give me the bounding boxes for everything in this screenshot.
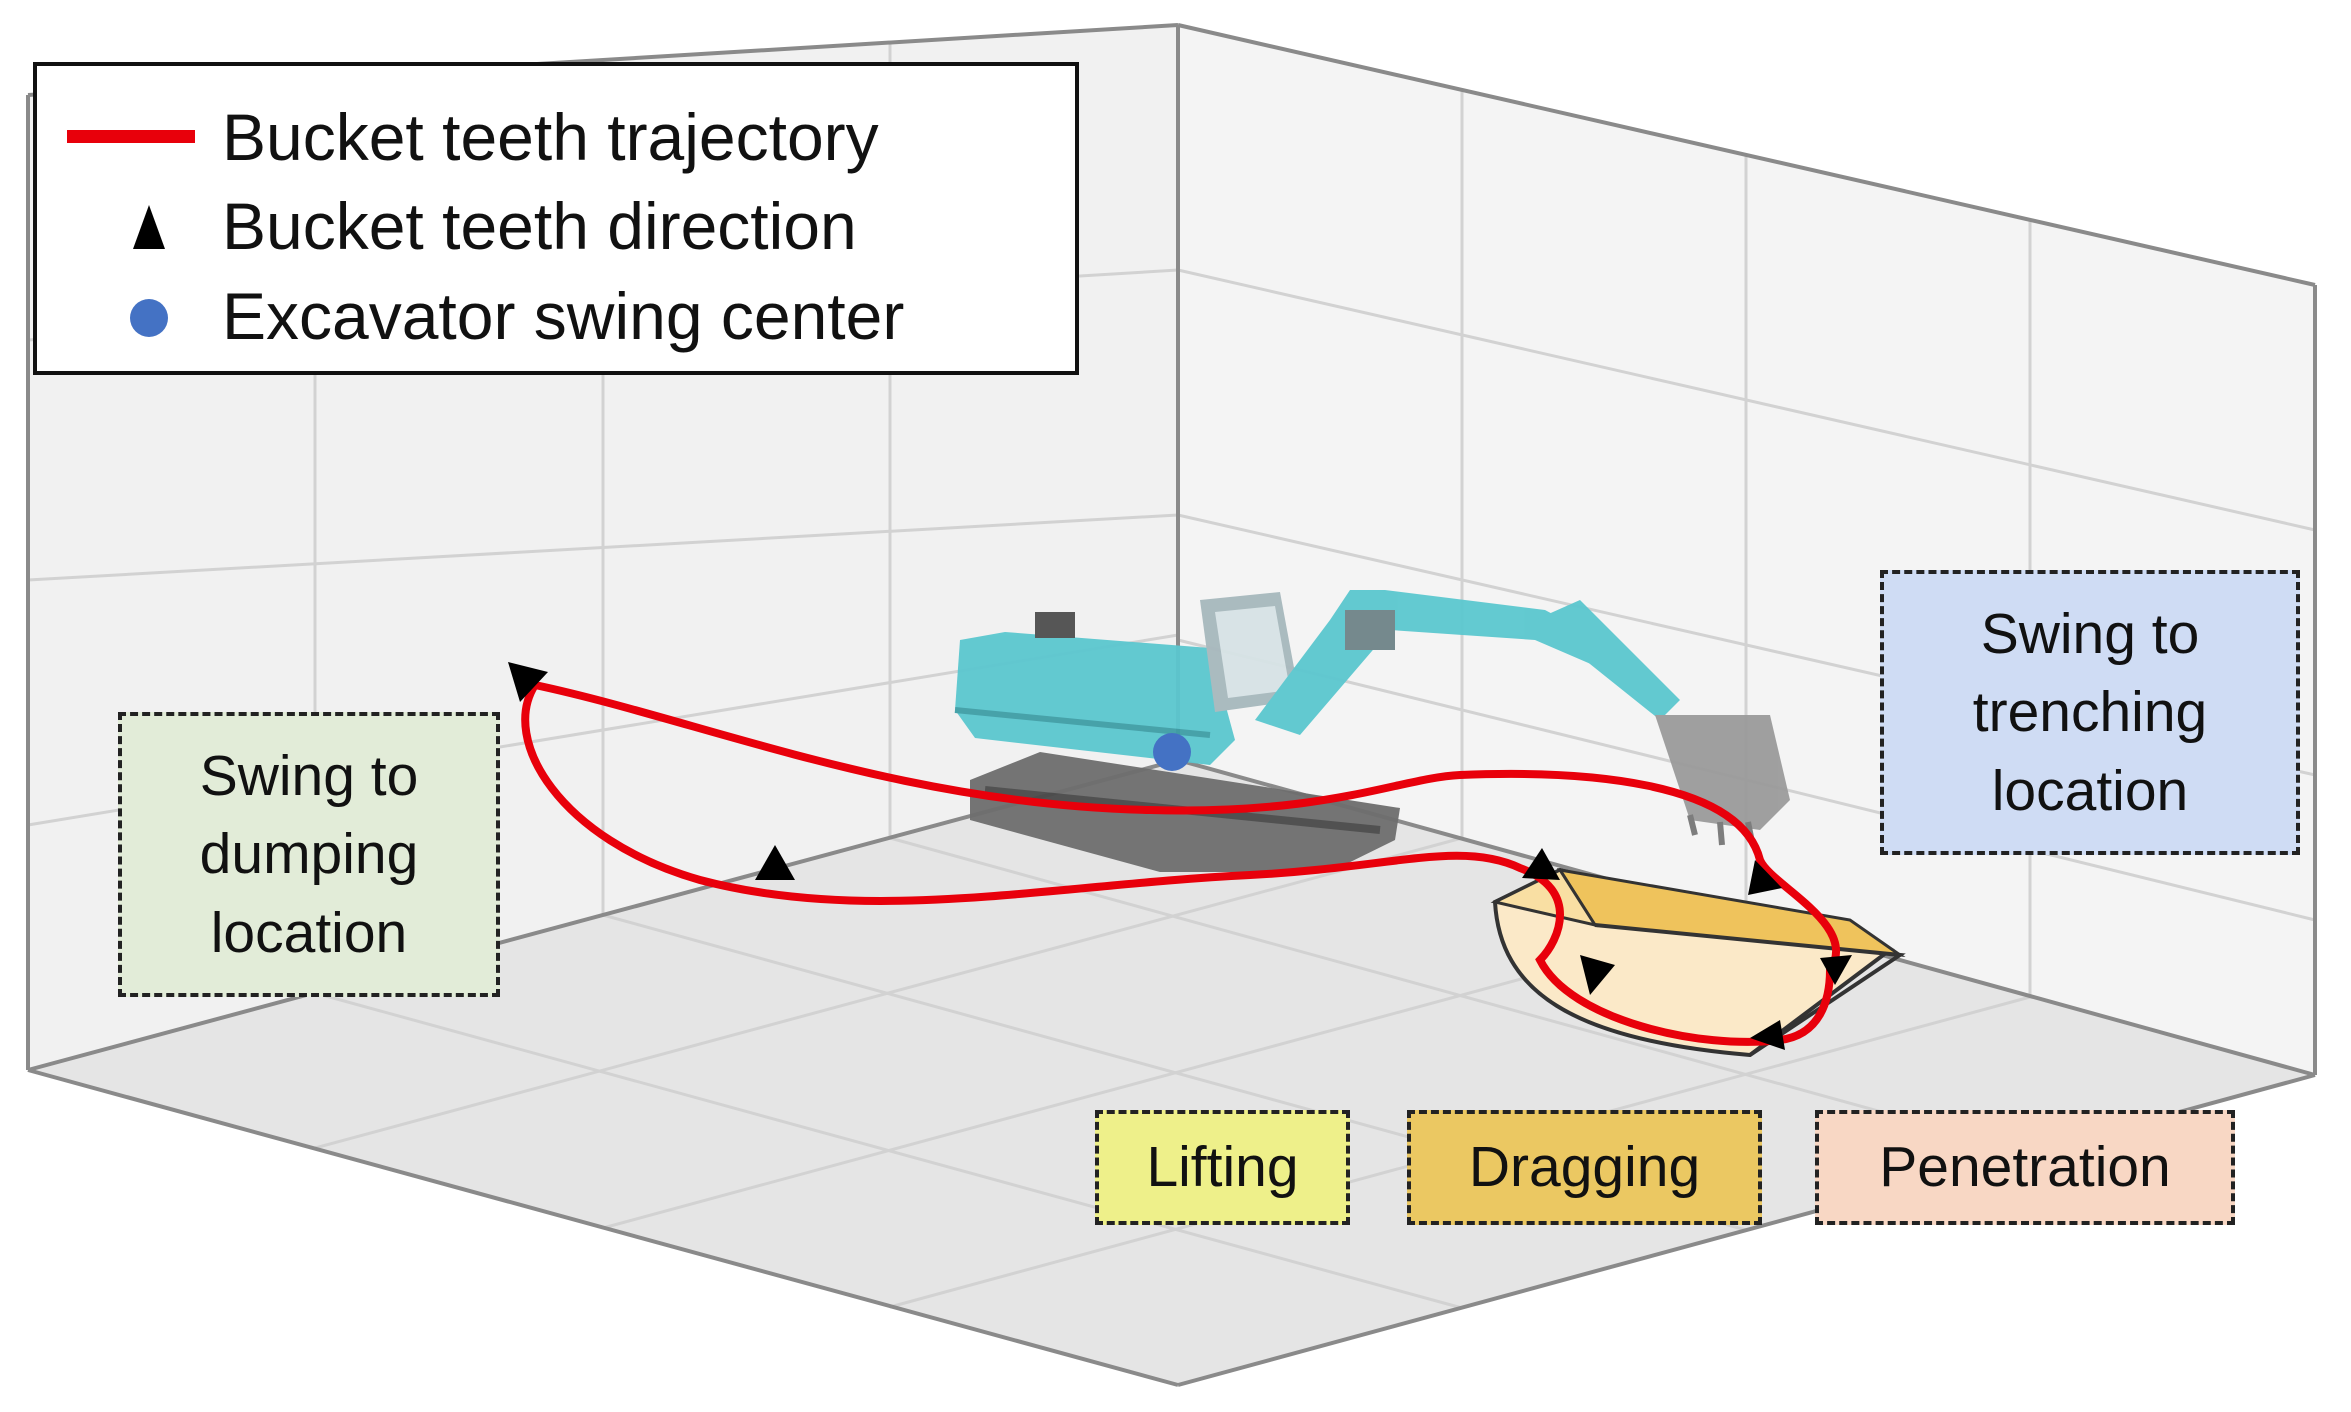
direction-triangle-icon bbox=[133, 205, 165, 249]
direction-arrow-icon bbox=[1820, 955, 1852, 985]
swing-center-circle-icon bbox=[130, 299, 168, 337]
direction-arrows bbox=[508, 662, 1852, 1050]
direction-arrow-icon bbox=[1522, 848, 1560, 880]
direction-arrow-icon bbox=[1748, 860, 1782, 895]
swing-dump-label: Swing to dumping location bbox=[118, 712, 500, 997]
trajectory-line-icon bbox=[67, 130, 195, 143]
dragging-label: Dragging bbox=[1407, 1110, 1762, 1225]
excavator-bucket bbox=[1655, 715, 1790, 830]
lifting-label: Lifting bbox=[1095, 1110, 1350, 1225]
legend-swing-center-label: Excavator swing center bbox=[222, 279, 905, 353]
legend-row-trajectory: Bucket teeth trajectory bbox=[37, 92, 1075, 182]
legend-row-direction: Bucket teeth direction bbox=[37, 181, 1075, 271]
direction-arrow-icon bbox=[1750, 1020, 1785, 1050]
swing-center-dot bbox=[1153, 733, 1191, 771]
trajectory-upper-path bbox=[531, 681, 1841, 974]
trajectory-lower-path bbox=[521, 681, 1834, 1046]
direction-arrow-icon bbox=[1580, 955, 1615, 995]
swing-trench-label: Swing to trenching location bbox=[1880, 570, 2300, 855]
legend-row-swing-center: Excavator swing center bbox=[37, 271, 1075, 361]
legend: Bucket teeth trajectory Bucket teeth dir… bbox=[33, 62, 1079, 375]
excavator-stick bbox=[1535, 600, 1680, 720]
legend-trajectory-label: Bucket teeth trajectory bbox=[222, 100, 879, 174]
trajectory bbox=[521, 681, 1841, 1046]
legend-direction-label: Bucket teeth direction bbox=[222, 189, 857, 263]
direction-arrow-icon bbox=[755, 845, 795, 880]
direction-arrow-icon bbox=[508, 662, 548, 702]
penetration-label: Penetration bbox=[1815, 1110, 2235, 1225]
